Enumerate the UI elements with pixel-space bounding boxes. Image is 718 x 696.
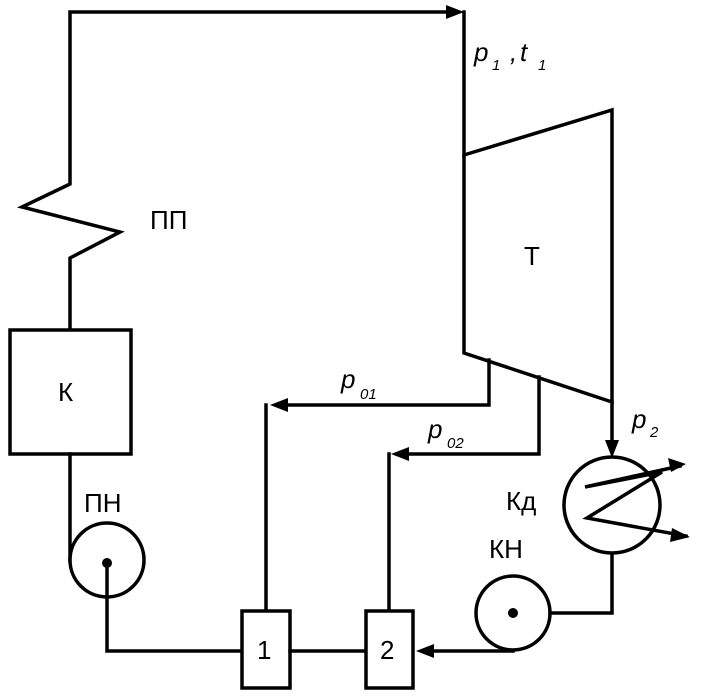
p02-subscript: 02 — [447, 435, 464, 452]
p1-subscript: 1 — [492, 57, 500, 74]
heater-2-label: 2 — [380, 635, 394, 665]
heater-1-label: 1 — [257, 635, 271, 665]
condensate-arrow — [416, 644, 434, 658]
condensate-pump-label: КН — [489, 534, 523, 564]
boiler-label: К — [58, 377, 73, 407]
condenser-label: Кд — [506, 486, 536, 516]
t1-subscript: 1 — [538, 57, 546, 74]
condenser-outlet-line — [548, 550, 614, 615]
p2-subscript: 2 — [649, 424, 659, 441]
cooling-water-in-arrow — [670, 528, 690, 542]
feed-pump-return-line — [105, 561, 244, 653]
feed-pump-label: ПН — [84, 488, 121, 518]
p01-label: p — [340, 364, 355, 394]
p2-label: p — [631, 404, 646, 434]
cooling-water-out-arrow — [668, 458, 686, 472]
heater-2 — [364, 609, 415, 690]
condenser — [562, 455, 662, 555]
p01-subscript: 01 — [360, 386, 377, 403]
main-steam-arrow — [446, 5, 464, 19]
p1-t1-separator: , — [510, 37, 517, 67]
extraction-2-arrow — [391, 447, 409, 461]
exhaust-arrow — [605, 440, 619, 458]
extraction-2-line — [404, 375, 541, 456]
heater-1 — [240, 609, 292, 690]
t1-label: t — [520, 37, 529, 67]
p02-label: p — [427, 414, 442, 444]
condensate-pump-hub — [508, 608, 518, 618]
p1-label: p — [473, 37, 488, 67]
extraction-1-arrow — [270, 398, 288, 412]
main-steam-line — [16, 10, 454, 332]
boiler — [8, 328, 133, 456]
extraction-1-line — [283, 358, 491, 407]
superheater-label: ПП — [150, 205, 187, 235]
condenser-coil — [582, 463, 689, 539]
turbine-label: Т — [524, 241, 540, 271]
